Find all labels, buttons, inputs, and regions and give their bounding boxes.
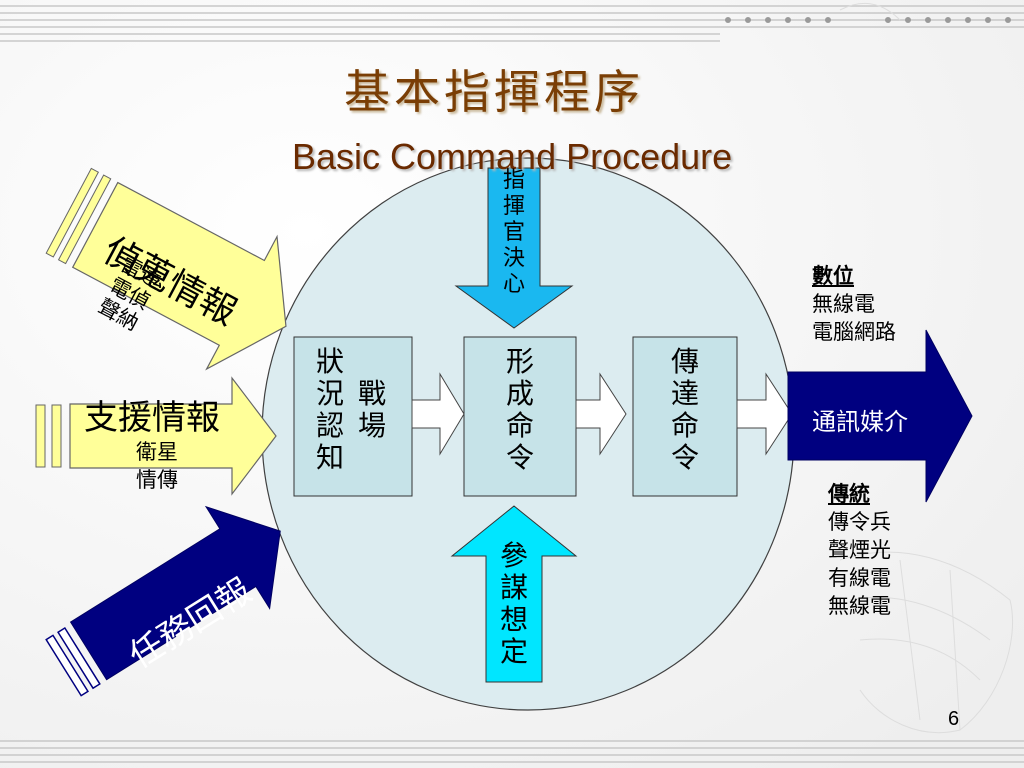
staff-planning-label: 參謀想定 (499, 539, 528, 668)
commander-decision-arrow (454, 167, 574, 329)
communication-media-label: 通訊媒介 (812, 408, 908, 436)
dot-row-decoration (725, 17, 1011, 23)
support-title: 支援情報 (84, 398, 220, 438)
digital-heading: 數位 (812, 263, 854, 288)
traditional-item-1: 傳令兵 (828, 510, 891, 534)
flow-arrow-1 (411, 372, 465, 456)
commander-decision-label: 指揮官決心 (502, 168, 525, 297)
digital-item-1: 無線電 (812, 292, 875, 316)
flow-arrow-2 (575, 372, 627, 456)
support-sub-1: 衛星 (136, 440, 178, 464)
digital-list: 數位 無線電 電腦網路 (812, 262, 896, 346)
staff-planning-arrow (450, 505, 578, 683)
wireframe-hand-decoration (839, 2, 1014, 734)
situation-box (293, 336, 413, 497)
transmit-order-label: 傳達命令 (670, 345, 699, 474)
form-order-box (463, 336, 577, 497)
transmit-order-box (632, 336, 738, 497)
support-sub-2: 情傳 (136, 468, 178, 492)
traditional-item-2: 聲煙光 (828, 538, 891, 562)
situation-label: 狀況認知 (315, 345, 344, 474)
traditional-item-3: 有線電 (828, 566, 891, 590)
mission-arrow (45, 505, 281, 697)
form-order-label: 形成命令 (505, 345, 534, 474)
support-arrow (35, 376, 277, 496)
traditional-list: 傳統 傳令兵 聲煙光 有線電 無線電 (828, 480, 891, 620)
communication-media-arrow (787, 329, 973, 503)
page-subtitle: Basic Command Procedure (292, 136, 733, 177)
recon-arrow (45, 167, 287, 371)
battlefield-label: 戰場 (357, 377, 386, 442)
page-number: 6 (948, 708, 960, 730)
flow-arrow-3 (736, 372, 793, 456)
digital-item-2: 電腦網路 (812, 320, 896, 344)
page-title: 基本指揮程序 (344, 65, 644, 119)
traditional-heading: 傳統 (828, 481, 870, 506)
traditional-item-4: 無線電 (828, 594, 891, 618)
